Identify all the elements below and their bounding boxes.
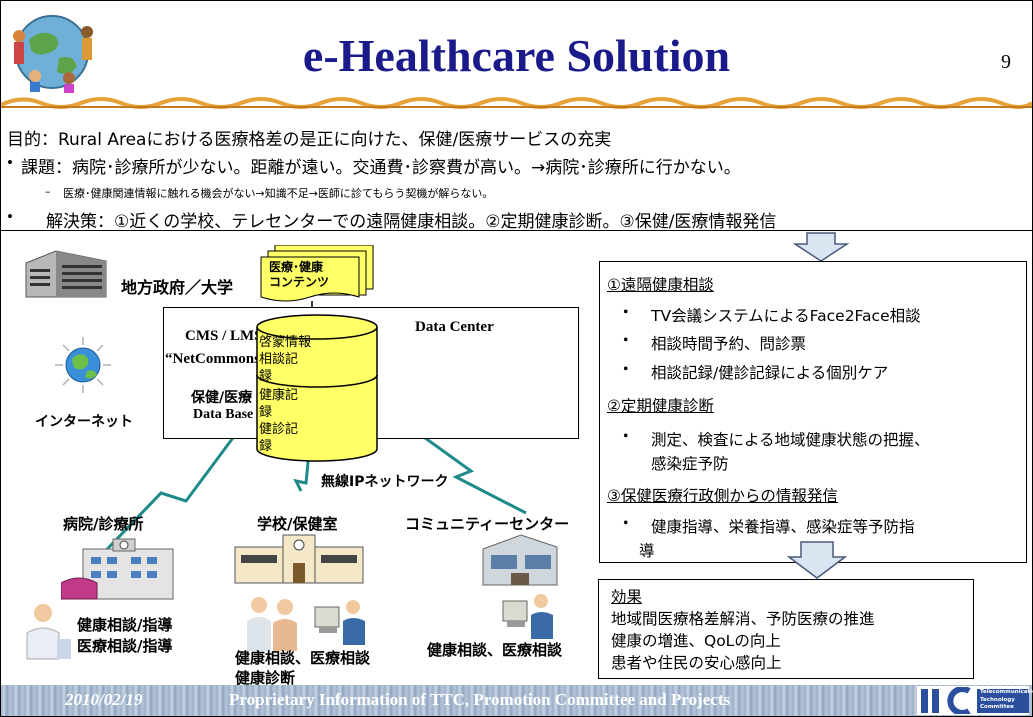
cylinder-text-line: 相談記 <box>259 352 299 367</box>
community-center-building-icon <box>482 534 558 586</box>
netcommons-label: “NetCommons” <box>165 351 268 367</box>
footer-date: 2010/02/19 <box>65 690 143 709</box>
content-label: 医療･健康 コンテンツ <box>269 260 329 290</box>
community-desc: 健康相談、医療相談 <box>427 641 563 659</box>
bullet-icon: • <box>623 361 629 378</box>
cylinder-top-text: 啓蒙情報 相談記 録 <box>259 334 311 385</box>
computer-user-icon <box>314 600 365 645</box>
hospital-building-icon <box>61 538 174 600</box>
network-lines <box>89 415 527 568</box>
school-building-icon <box>234 534 364 584</box>
db-label-line2: Data Base <box>193 407 254 422</box>
service-item-4a: 測定、検査による地域健康状態の把握、 <box>651 431 930 449</box>
cylinder-text-line: 録 <box>259 405 273 420</box>
service-heading-2: ②定期健康診断 <box>607 397 714 415</box>
effects-heading: 効果 <box>611 588 643 606</box>
hospital-desc-line2: 医療相談/指導 <box>77 637 173 655</box>
ttc-logo-text: Telecommunication Technology Committee <box>977 689 1033 713</box>
content-label-line2: コンテンツ <box>269 275 330 289</box>
ttc-logo-mark-icon <box>921 687 971 714</box>
cylinder-text-line: 録 <box>259 369 273 384</box>
wireless-network-label: 無線IPネットワーク <box>321 474 449 490</box>
logo-line: Technology <box>980 696 1015 703</box>
effects-line-2: 健康の増進、QoLの向上 <box>611 632 781 650</box>
ttc-logo: Telecommunication Technology Committee <box>917 686 1033 715</box>
database-cylinders-icon <box>256 314 378 462</box>
service-item-5a: 健康指導、栄養指導、感染症等予防指 <box>651 518 915 536</box>
doctor-consultation-icon <box>26 604 71 660</box>
db-label-line1: 保健/医療 <box>191 390 253 406</box>
cylinder-text-line: 啓蒙情報 <box>259 335 312 350</box>
globe-children-illustration <box>13 15 93 93</box>
bullet-icon: • <box>623 332 629 349</box>
cylinder-bottom-text: 健康記 録 健診記 録 <box>259 387 298 455</box>
service-item-4b: 感染症予防 <box>651 455 729 473</box>
office-building-icon <box>25 250 107 298</box>
hospital-desc-line1: 健康相談/指導 <box>77 616 173 634</box>
content-documents-icon <box>260 245 374 302</box>
computer-user-icon <box>502 594 553 639</box>
community-center-label: コミュニティーセンター <box>405 515 570 533</box>
logo-line: Telecommunication <box>980 689 1033 695</box>
down-block-arrow-icon <box>787 541 847 579</box>
school-label: 学校/保健室 <box>257 515 338 533</box>
services-box <box>599 261 1027 563</box>
bullet-icon: • <box>623 515 629 532</box>
cylinder-text-line: 健康記 <box>259 388 299 403</box>
service-item-3: 相談記録/健診記録による個別ケア <box>651 364 889 382</box>
solution-text: 解決策：①近くの学校、テレセンターでの遠隔健康相談。②定期健康診断。③保健/医療… <box>46 212 777 232</box>
footer-bar <box>1 685 1032 716</box>
sub-issue-text: 医療･健康関連情報に触れる機会がない→知識不足→医師に診てもらう契機が解らない。 <box>63 187 494 200</box>
down-block-arrow-icon <box>793 232 849 262</box>
issue-text: 課題：病院･診療所が少ない。距離が遠い。交通費･診察費が高い。→病院･診療所に行… <box>21 158 741 178</box>
footer-text: Proprietary Information of TTC, Promotio… <box>229 690 731 709</box>
medical-checkup-icon <box>247 597 297 651</box>
bullet-icon: • <box>7 207 13 226</box>
internet-globe-icon <box>55 337 111 393</box>
cms-label: CMS / LMS <box>185 328 263 344</box>
bullet-icon: • <box>623 428 629 445</box>
logo-line: Committee <box>980 704 1014 710</box>
effects-box <box>598 579 974 679</box>
service-item-5b: 導 <box>639 542 655 560</box>
school-desc-line1: 健康相談、医療相談 <box>235 649 371 667</box>
bullet-icon: • <box>623 304 629 321</box>
page-number: 9 <box>1001 51 1011 73</box>
service-heading-1: ①遠隔健康相談 <box>607 276 714 294</box>
slide-title: e-Healthcare Solution <box>302 30 731 81</box>
bullet-icon: • <box>7 153 13 172</box>
service-heading-3: ③保健医療行政側からの情報発信 <box>607 487 838 505</box>
cylinder-text-line: 健診記 <box>259 422 299 437</box>
separator-line <box>1 230 1032 231</box>
school-desc-line2: 健康診断 <box>235 669 296 687</box>
hospital-label: 病院/診療所 <box>63 515 144 533</box>
service-item-2: 相談時間予約、問診票 <box>651 335 807 353</box>
cylinder-text-line: 録 <box>259 439 273 454</box>
data-center-label: Data Center <box>415 319 494 335</box>
decorative-banner <box>1 97 1032 109</box>
service-item-1: TV会議システムによるFace2Face相談 <box>651 307 921 325</box>
effects-line-1: 地域間医療格差解消、予防医療の推進 <box>611 610 875 628</box>
content-label-line1: 医療･健康 <box>269 260 324 274</box>
gov-univ-label: 地方政府／大学 <box>121 278 234 297</box>
dash-icon: – <box>45 185 51 198</box>
effects-line-3: 患者や住民の安心感向上 <box>611 654 782 672</box>
purpose-text: 目的：Rural Areaにおける医療格差の是正に向けた、保健/医療サービスの充… <box>7 130 612 150</box>
internet-label: インターネット <box>35 414 133 430</box>
